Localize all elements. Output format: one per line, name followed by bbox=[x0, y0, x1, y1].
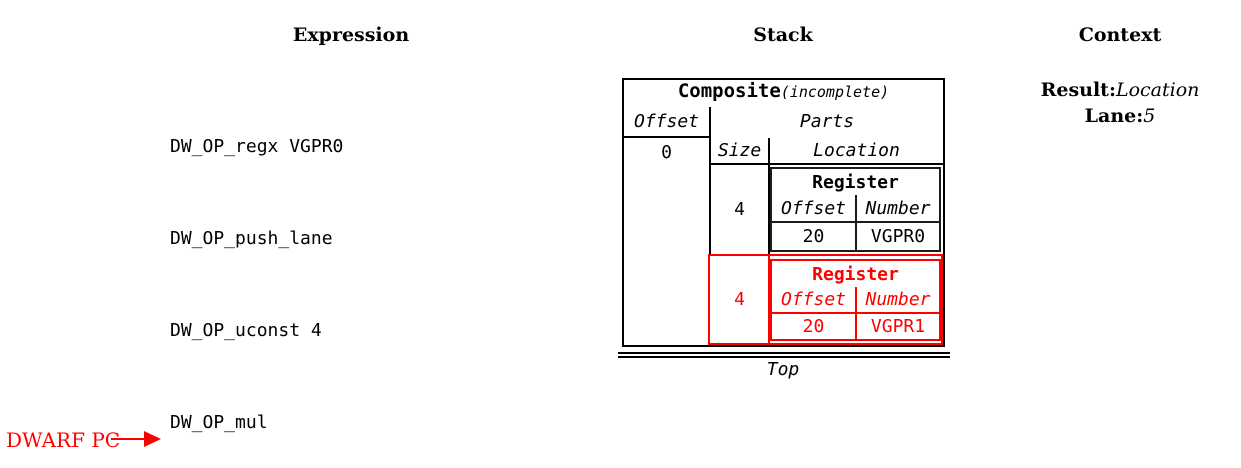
register-number-value: VGPR1 bbox=[870, 316, 926, 337]
size-column-header: Size bbox=[717, 139, 762, 161]
dwarf-pc-arrow-icon bbox=[144, 431, 161, 447]
expression-item: DW_OP_regx VGPR0 bbox=[170, 136, 344, 158]
register-offset-value: 20 bbox=[802, 226, 825, 247]
register-number-header: Number bbox=[865, 289, 931, 310]
divider bbox=[709, 107, 711, 255]
context-result-line: Result:Location bbox=[1010, 79, 1230, 101]
stack-top-rule bbox=[618, 352, 950, 354]
stack-top-label: Top bbox=[766, 359, 800, 380]
register-title: Register bbox=[812, 171, 899, 193]
divider bbox=[772, 312, 939, 314]
stack-top-rule bbox=[618, 356, 950, 358]
divider bbox=[624, 136, 709, 138]
parts-column-header: Parts bbox=[799, 111, 855, 132]
dwarf-pc-label: DWARF PC bbox=[6, 428, 121, 452]
part-size-value: 4 bbox=[734, 199, 745, 220]
location-column-header: Location bbox=[813, 139, 900, 161]
register-offset-value: 20 bbox=[802, 316, 825, 337]
expression-item: DW_OP_uconst 4 bbox=[170, 319, 322, 341]
composite-title: Composite bbox=[677, 80, 781, 102]
register-offset-header: Offset bbox=[780, 289, 847, 310]
offset-value: 0 bbox=[661, 141, 672, 163]
highlighted-part-row bbox=[708, 254, 943, 345]
register-number-header: Number bbox=[865, 197, 931, 219]
dwarf-pc-arrow-line bbox=[111, 438, 146, 440]
expression-item: DW_OP_push_lane bbox=[170, 227, 333, 249]
context-lane-line: Lane:5 bbox=[1010, 105, 1230, 127]
context-column-title: Context bbox=[1078, 24, 1162, 46]
register-title: Register bbox=[812, 263, 899, 285]
lane-label: Lane: bbox=[1084, 105, 1144, 127]
result-label: Result: bbox=[1040, 79, 1116, 101]
composite-header: Composite(incomplete) bbox=[624, 80, 943, 107]
divider bbox=[772, 221, 939, 223]
lane-value: 5 bbox=[1143, 105, 1156, 127]
offset-column-header: Offset bbox=[633, 111, 700, 132]
register-location-table: Register Offset Number 20 VGPR1 bbox=[770, 259, 941, 341]
stack-composite-table: Composite(incomplete) Offset Parts 0 Siz… bbox=[622, 78, 945, 347]
divider bbox=[711, 163, 943, 165]
stack-column-title: Stack bbox=[753, 24, 813, 46]
register-offset-header: Offset bbox=[780, 197, 847, 219]
expression-list: DW_OP_regx VGPR0 DW_OP_push_lane DW_OP_u… bbox=[170, 71, 343, 468]
part-size-value: 4 bbox=[734, 289, 745, 310]
divider bbox=[768, 138, 770, 254]
divider bbox=[768, 256, 770, 343]
composite-qualifier: (incomplete) bbox=[780, 83, 890, 101]
expression-column-title: Expression bbox=[292, 24, 410, 46]
expression-item: DW_OP_mul bbox=[170, 411, 268, 433]
register-number-value: VGPR0 bbox=[870, 226, 926, 247]
result-value: Location bbox=[1115, 79, 1200, 101]
register-location-table: Register Offset Number 20 VGPR0 bbox=[770, 167, 941, 252]
